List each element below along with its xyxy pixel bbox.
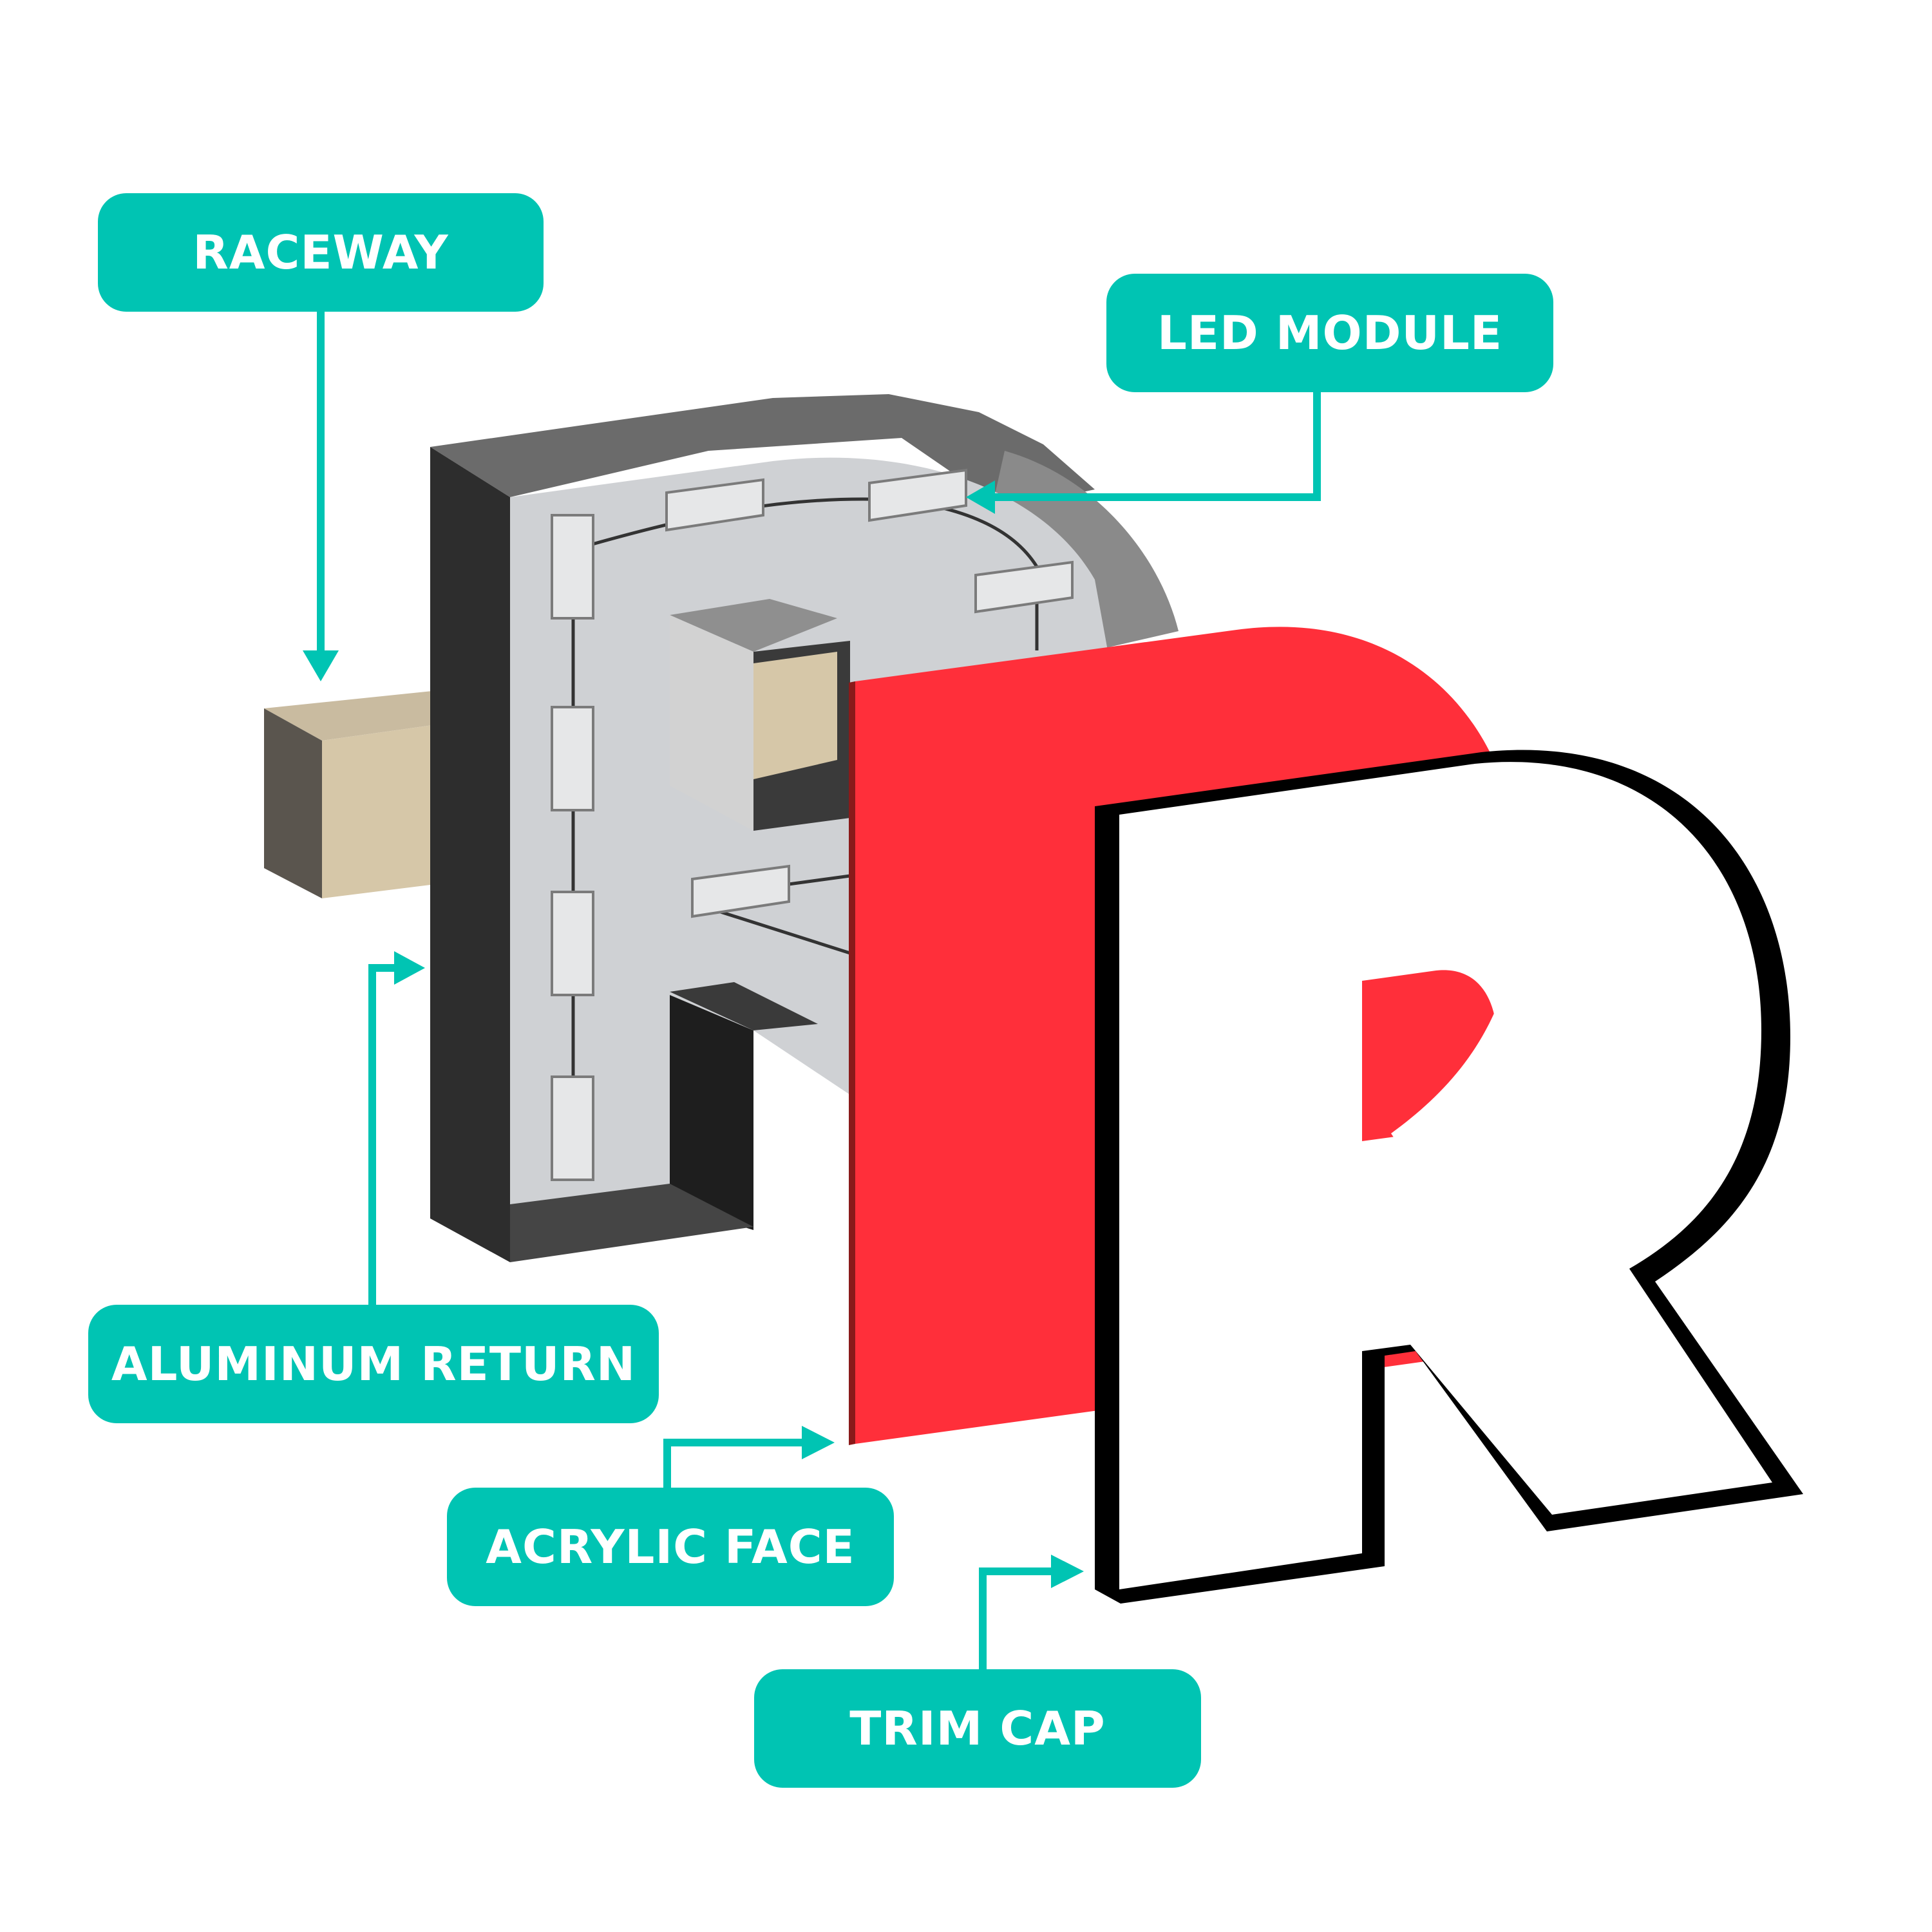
led-module — [691, 864, 790, 918]
acrylic-face-edge — [849, 681, 855, 1445]
label-led-module: LED MODULE — [1157, 306, 1503, 360]
led-wire — [571, 497, 1039, 1159]
return-counter-left — [670, 615, 753, 831]
return-leg-inner — [670, 995, 753, 1230]
callout-led-module: LED MODULE — [1106, 274, 1553, 392]
callout-connectors — [317, 312, 1321, 1669]
trim-cap-face — [1119, 762, 1772, 1589]
return-counter-raceway — [753, 652, 837, 779]
connector-led-module — [985, 390, 1321, 501]
label-acrylic-face: ACRYLIC FACE — [486, 1520, 855, 1574]
label-aluminum-return: ALUMINUM RETURN — [111, 1337, 636, 1391]
return-left-side — [430, 447, 510, 1262]
return-leg-top — [670, 982, 818, 1030]
label-trim-cap: TRIM CAP — [849, 1701, 1106, 1756]
return-bottom-rim — [510, 1184, 753, 1262]
led-module — [551, 891, 594, 996]
connector-aluminum-return — [368, 964, 403, 1305]
raceway-end — [264, 708, 322, 898]
arrow-icon — [802, 1426, 835, 1459]
connector-trim-cap — [979, 1567, 1057, 1669]
led-module — [551, 1075, 594, 1181]
raceway-box — [264, 689, 451, 898]
callout-acrylic-face: ACRYLIC FACE — [447, 1488, 894, 1606]
return-top-rim — [430, 394, 1095, 509]
callout-trim-cap: TRIM CAP — [754, 1669, 1201, 1788]
arrow-icon — [303, 650, 339, 681]
arrow-icon — [966, 480, 995, 514]
raceway-front — [322, 723, 451, 898]
led-module — [551, 514, 594, 620]
aluminum-return-letter — [430, 394, 1179, 1262]
return-counter-top — [670, 599, 837, 652]
trim-cap-letter — [1095, 750, 1803, 1604]
arrow-icon — [1051, 1555, 1084, 1588]
connector-acrylic-face — [663, 1439, 808, 1488]
led-module — [868, 468, 967, 522]
label-raceway: RACEWAY — [193, 225, 449, 279]
led-module — [551, 706, 594, 811]
led-module — [665, 478, 764, 532]
led-modules — [551, 468, 1074, 1181]
arrowheads — [303, 480, 1084, 1588]
return-interior — [510, 457, 1108, 1227]
callout-aluminum-return: ALUMINUM RETURN — [88, 1305, 659, 1423]
raceway-top — [264, 689, 451, 741]
led-module — [974, 560, 1074, 614]
callout-raceway: RACEWAY — [98, 193, 544, 312]
arrow-icon — [394, 951, 425, 985]
